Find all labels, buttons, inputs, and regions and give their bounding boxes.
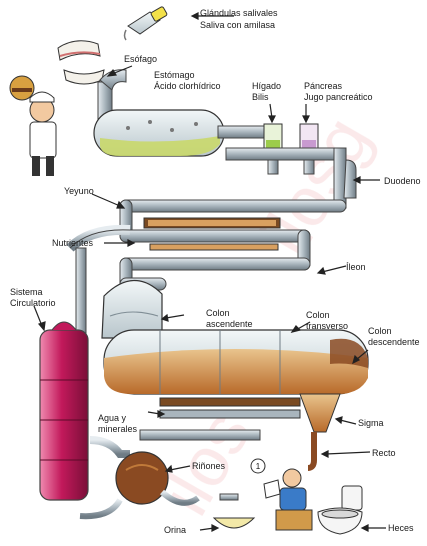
label-colon-asc-1: Colon xyxy=(206,308,230,318)
label-colon-desc-2: descendente xyxy=(368,337,420,347)
label-higado: Hígado xyxy=(252,81,282,91)
label-circulatorio: Circulatorio xyxy=(10,298,56,308)
label-bilis: Bilis xyxy=(252,92,269,102)
label-agua-2: minerales xyxy=(98,424,138,434)
label-heces: Heces xyxy=(388,523,414,533)
label-sistema: Sistema xyxy=(10,287,43,297)
chef-figure xyxy=(9,75,57,176)
label-jugo: Jugo pancreático xyxy=(304,92,373,102)
nutrient-filter xyxy=(143,217,281,251)
label-recto: Recto xyxy=(372,448,396,458)
label-ileon: Íleon xyxy=(346,262,366,272)
label-colon-asc-2: ascendente xyxy=(206,319,253,329)
label-glandulas: Glándulas salivales xyxy=(200,8,278,18)
kidney-flask xyxy=(79,436,200,520)
salivary-gland-jar xyxy=(123,6,168,41)
label-colon-desc-1: Colon xyxy=(368,326,392,336)
label-esofago: Esófago xyxy=(124,54,158,64)
urine-bowl xyxy=(212,493,256,529)
toilet-icon xyxy=(317,485,363,535)
label-acido: Ácido clorhídrico xyxy=(154,81,221,91)
label-agua-1: Agua y xyxy=(98,413,127,423)
label-duodeno: Duodeno xyxy=(384,176,421,186)
label-arrows xyxy=(33,12,386,532)
ascending-colon xyxy=(101,279,163,339)
label-estomago: Estómago xyxy=(154,70,195,80)
label-yeyuno: Yeyuno xyxy=(64,186,94,196)
stomach-tank xyxy=(93,109,269,157)
label-rinones: Riñones xyxy=(192,461,226,471)
gauge-icon xyxy=(250,458,266,474)
circulatory-tank xyxy=(39,224,131,501)
label-orina: Orina xyxy=(164,525,187,535)
sigmoid-funnel xyxy=(299,393,341,471)
label-colon-trans-1: Colon xyxy=(306,310,330,320)
teeth-icon xyxy=(57,40,105,85)
gauge-number: 1 xyxy=(256,462,261,471)
label-saliva: Saliva con amilasa xyxy=(200,20,276,30)
man-reading xyxy=(263,468,313,531)
duodenum-pipe xyxy=(225,147,357,209)
label-pancreas: Páncreas xyxy=(304,81,343,91)
label-nutrientes: Nutrientes xyxy=(52,238,94,248)
label-sigma: Sigma xyxy=(358,418,384,428)
label-colon-trans-2: transverso xyxy=(306,321,349,331)
colon-tank xyxy=(103,329,369,395)
